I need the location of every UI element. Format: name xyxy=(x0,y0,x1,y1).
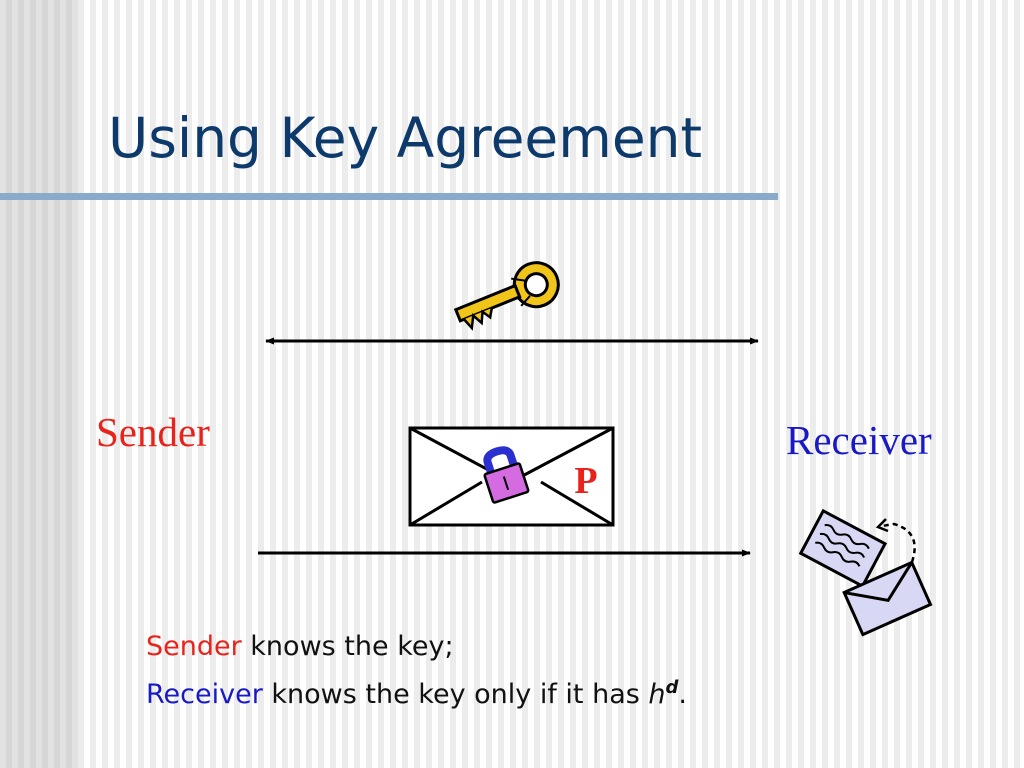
padlock-icon xyxy=(483,446,530,504)
caption-line-1: Sender knows the key; xyxy=(146,626,687,667)
envelope-letter: P xyxy=(574,460,597,502)
caption-variable-base: h xyxy=(648,679,666,710)
background-band xyxy=(0,0,78,768)
slide-title: Using Key Agreement xyxy=(108,106,703,170)
caption-receiver-text: knows the key only if it has xyxy=(262,679,649,710)
caption-receiver: Receiver xyxy=(146,679,263,710)
caption-line-2: Receiver knows the key only if it has hd… xyxy=(146,667,687,715)
sender-label: Sender xyxy=(96,409,210,455)
caption: Sender knows the key; Receiver knows the… xyxy=(146,626,687,715)
caption-sender-text: knows the key; xyxy=(241,631,454,662)
caption-variable-exponent: d xyxy=(665,677,679,698)
caption-sender: Sender xyxy=(146,631,242,662)
title-divider xyxy=(0,193,778,200)
caption-period: . xyxy=(678,679,688,710)
mail-tray-icon xyxy=(798,508,933,637)
receiver-label: Receiver xyxy=(786,417,932,463)
caption-variable: hd xyxy=(648,677,679,710)
key-icon xyxy=(453,261,560,331)
